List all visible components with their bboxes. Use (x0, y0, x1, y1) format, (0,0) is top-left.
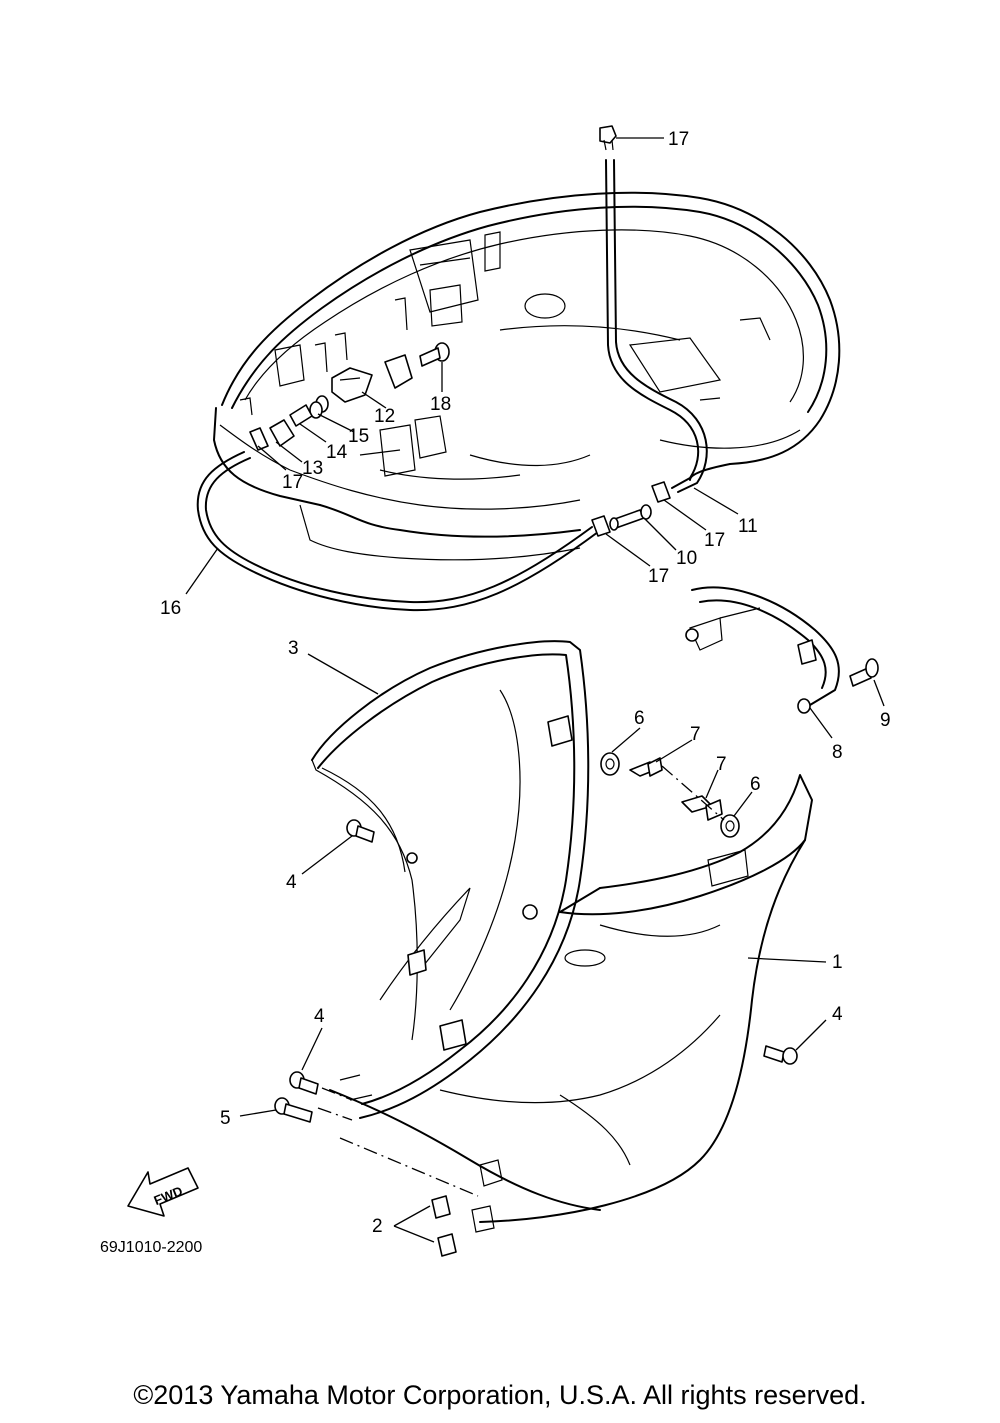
bracket-near-12 (384, 354, 413, 389)
bottom-cowling-tray (213, 191, 841, 561)
screw-18 (419, 342, 450, 367)
callout-1: 1 (832, 952, 843, 973)
callout-7-right: 7 (716, 754, 727, 775)
callout-5: 5 (220, 1108, 231, 1129)
collar-7-right (681, 795, 723, 821)
bolt-5 (274, 1097, 313, 1123)
callout-6-left: 6 (634, 708, 645, 729)
callout-9: 9 (880, 710, 891, 731)
clip-17-right-upper (651, 481, 671, 503)
callout-17-left: 17 (282, 472, 303, 493)
callout-15: 15 (348, 426, 369, 447)
callout-2: 2 (372, 1216, 383, 1237)
callout-17-right-lower: 17 (648, 566, 669, 587)
callout-7-left: 7 (690, 724, 701, 745)
grommet-6-left (600, 752, 620, 776)
fitting-14 (269, 404, 313, 447)
callout-17-top: 17 (668, 129, 689, 150)
bolt-4-upper (346, 819, 375, 843)
bracket-8 (685, 586, 840, 714)
callout-14: 14 (326, 442, 348, 463)
clip-17-left (249, 427, 269, 451)
bolt-4-lower (289, 1071, 319, 1095)
alignment-line-3 (321, 1087, 353, 1101)
clip-17-top (599, 125, 617, 151)
hose-11 (605, 159, 708, 493)
diagram-code: 69J1010-2200 (100, 1239, 202, 1256)
callout-8: 8 (832, 742, 843, 763)
ring-15 (309, 395, 329, 419)
callout-4-upper: 4 (286, 872, 297, 893)
callout-6-right: 6 (750, 774, 761, 795)
callouts: 17 18 12 15 14 13 17 11 17 10 17 16 3 6 … (160, 129, 891, 1237)
callout-11: 11 (738, 516, 758, 537)
bolt-4-right (763, 1045, 798, 1065)
grommet-6-right (720, 814, 740, 838)
nut-2-upper (431, 1195, 451, 1219)
nut-2-lower (437, 1233, 457, 1257)
alignment-line-4 (661, 765, 725, 821)
leader-lines (185, 137, 885, 1243)
callout-17-right-upper: 17 (704, 530, 725, 551)
clip-17-right-lower (591, 515, 611, 537)
callout-18: 18 (430, 394, 451, 415)
alignment-line-1 (317, 1107, 353, 1121)
callout-10: 10 (676, 548, 697, 569)
fwd-arrow-icon: FWD (127, 1167, 199, 1217)
callout-4-right: 4 (832, 1004, 843, 1025)
callout-13: 13 (302, 458, 323, 479)
alignment-line-2 (339, 1137, 479, 1197)
collar-7-left (629, 757, 663, 777)
callout-4-lower: 4 (314, 1006, 325, 1027)
side-cover-3 (311, 640, 590, 1119)
screw-9 (849, 658, 879, 687)
hose-16 (196, 451, 599, 612)
callout-12: 12 (374, 406, 395, 427)
callout-16: 16 (160, 598, 181, 619)
callout-3: 3 (288, 638, 299, 659)
connector-12 (331, 367, 373, 403)
copyright-notice: ©2013 Yamaha Motor Corporation, U.S.A. A… (133, 1380, 867, 1410)
bottom-cowling-1 (329, 774, 813, 1233)
joint-10 (609, 504, 652, 531)
